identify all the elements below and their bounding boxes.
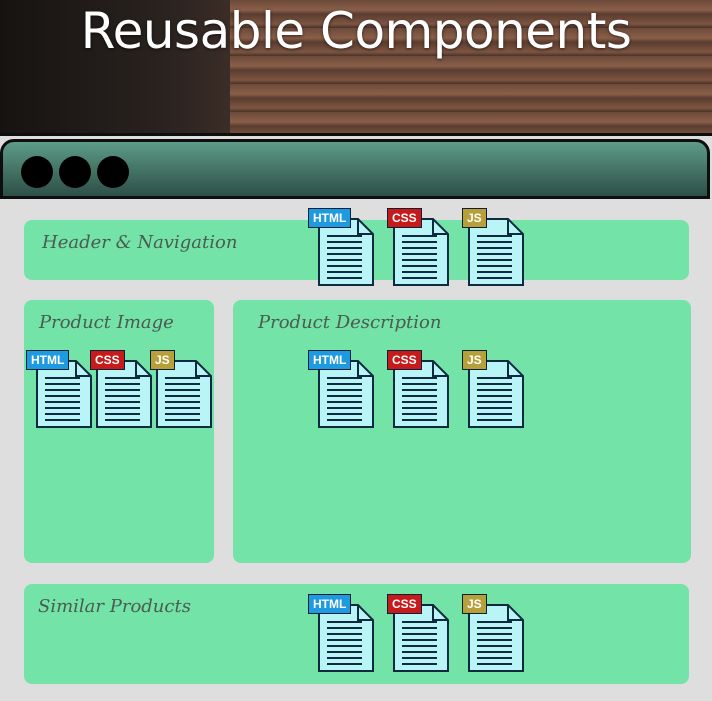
window-dot-2	[59, 156, 91, 188]
js-badge: JS	[462, 350, 487, 370]
background-left	[0, 0, 240, 140]
window-dot-3	[97, 156, 129, 188]
header-nav-css-file-icon: CSS	[387, 208, 449, 286]
product-image-label: Product Image	[39, 312, 174, 333]
css-badge: CSS	[387, 208, 422, 228]
browser-window: Header & Navigation Product Image Produc…	[0, 133, 712, 701]
js-badge: JS	[462, 208, 487, 228]
product-image-panel: Product Image	[24, 300, 214, 563]
js-badge: JS	[462, 594, 487, 614]
browser-toolbar	[0, 139, 710, 199]
page-title: Reusable Components	[80, 2, 632, 60]
header-nav-label: Header & Navigation	[42, 232, 238, 253]
css-badge: CSS	[387, 350, 422, 370]
product-image-html-file-icon: HTML	[26, 350, 92, 428]
product-description-js-file-icon: JS	[462, 350, 524, 428]
wood-background	[230, 0, 712, 140]
product-description-html-file-icon: HTML	[308, 350, 374, 428]
product-description-label: Product Description	[258, 312, 442, 333]
similar-products-label: Similar Products	[38, 596, 191, 617]
product-image-css-file-icon: CSS	[90, 350, 152, 428]
header-nav-js-file-icon: JS	[462, 208, 524, 286]
header-nav-html-file-icon: HTML	[308, 208, 374, 286]
html-badge: HTML	[308, 350, 352, 370]
html-badge: HTML	[308, 208, 352, 228]
html-badge: HTML	[26, 350, 70, 370]
similar-products-js-file-icon: JS	[462, 594, 524, 672]
product-image-js-file-icon: JS	[150, 350, 212, 428]
css-badge: CSS	[387, 594, 422, 614]
similar-products-html-file-icon: HTML	[308, 594, 374, 672]
html-badge: HTML	[308, 594, 352, 614]
product-description-css-file-icon: CSS	[387, 350, 449, 428]
window-dot-1	[21, 156, 53, 188]
similar-products-css-file-icon: CSS	[387, 594, 449, 672]
product-description-panel: Product Description	[233, 300, 691, 563]
css-badge: CSS	[90, 350, 125, 370]
js-badge: JS	[150, 350, 175, 370]
